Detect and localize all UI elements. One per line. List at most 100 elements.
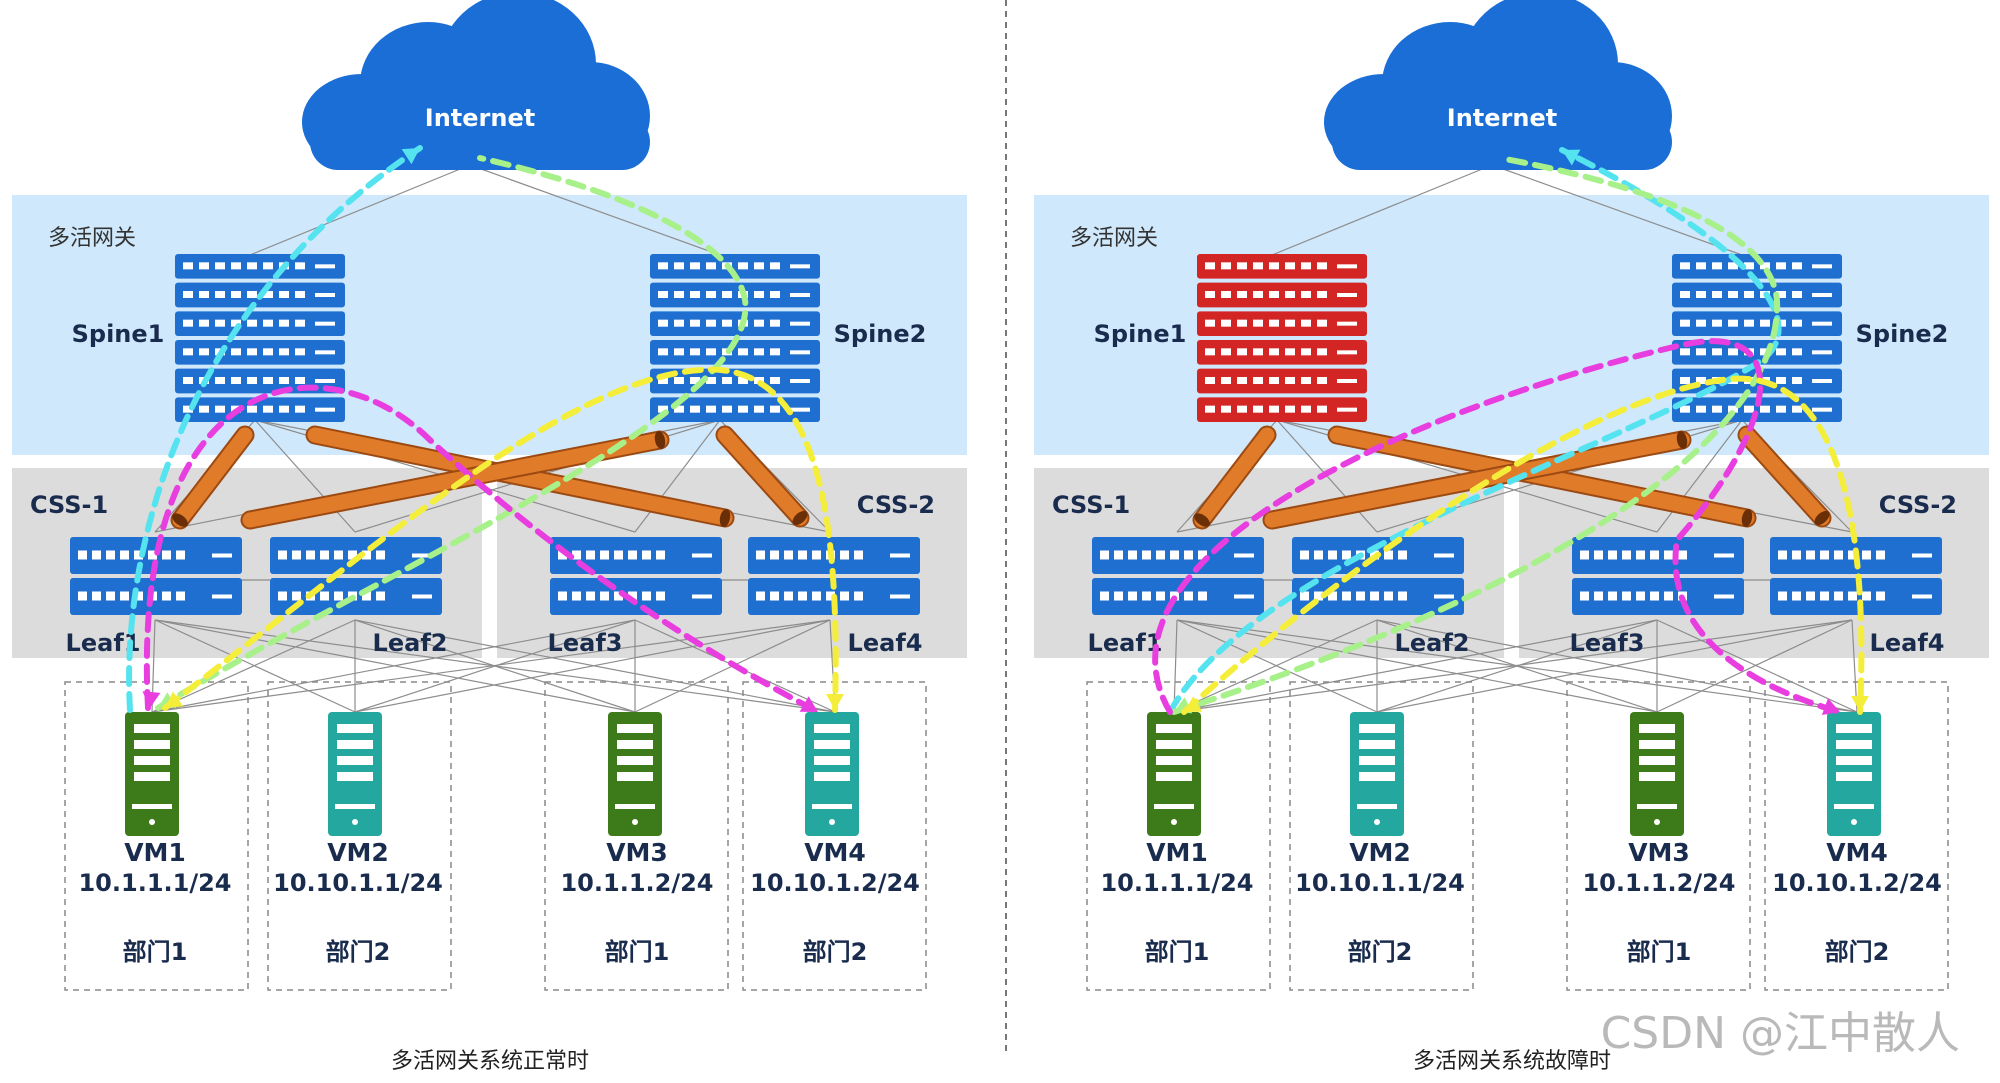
link-line bbox=[1656, 619, 1853, 713]
port bbox=[1580, 591, 1589, 601]
port bbox=[120, 550, 129, 560]
port-indicator bbox=[790, 350, 810, 355]
port bbox=[292, 550, 301, 560]
vm3-ip: 10.1.1.2/24 bbox=[560, 869, 713, 897]
port bbox=[1712, 291, 1722, 298]
port-indicator bbox=[1912, 594, 1932, 599]
vm-server-icon bbox=[805, 712, 859, 836]
port bbox=[1384, 550, 1393, 560]
port bbox=[658, 348, 668, 356]
vm4-ip: 10.10.1.2/24 bbox=[1772, 869, 1942, 897]
flow-internet-vm1 bbox=[155, 155, 749, 711]
spine-row bbox=[1672, 397, 1842, 422]
port bbox=[295, 262, 305, 270]
flow-vm1-vm4-gateway bbox=[1181, 375, 1865, 715]
port-indicator bbox=[315, 321, 335, 326]
port bbox=[1712, 405, 1722, 413]
port bbox=[1696, 291, 1706, 298]
trunk-link-end bbox=[1194, 513, 1210, 527]
port bbox=[1253, 348, 1263, 356]
vm4-name: VM4 bbox=[1826, 838, 1888, 867]
port bbox=[1862, 591, 1871, 601]
port-indicator bbox=[1912, 553, 1932, 558]
flow-arrowhead bbox=[1851, 696, 1869, 712]
port bbox=[134, 591, 143, 601]
flow-arrowhead bbox=[1821, 698, 1840, 715]
port bbox=[362, 591, 371, 601]
port-indicator bbox=[315, 293, 335, 297]
vm2-name: VM2 bbox=[327, 838, 389, 867]
spine2-label: Spine2 bbox=[834, 320, 927, 348]
port bbox=[1636, 591, 1645, 601]
port bbox=[1301, 405, 1311, 413]
port bbox=[1728, 405, 1738, 413]
link-line bbox=[1173, 619, 1178, 713]
port bbox=[706, 405, 716, 413]
server-led bbox=[829, 819, 835, 825]
port bbox=[247, 262, 257, 270]
port bbox=[1205, 262, 1215, 270]
port bbox=[92, 550, 101, 560]
port bbox=[247, 319, 257, 327]
port bbox=[674, 377, 684, 384]
port bbox=[263, 319, 273, 327]
port bbox=[1156, 550, 1165, 560]
port bbox=[1128, 591, 1137, 601]
port bbox=[1237, 377, 1247, 384]
leaf2-label: Leaf2 bbox=[373, 629, 448, 657]
port bbox=[690, 291, 700, 298]
vm-dashed-box bbox=[64, 681, 249, 991]
port bbox=[306, 550, 315, 560]
port-indicator bbox=[790, 321, 810, 326]
flow-vm1-vm4-gateway bbox=[162, 366, 839, 713]
port bbox=[1792, 591, 1801, 601]
link-line bbox=[151, 619, 831, 713]
server-bay bbox=[134, 756, 170, 765]
flow-vm1-internet bbox=[1167, 147, 1782, 715]
vm3-name: VM3 bbox=[1628, 838, 1690, 867]
spine-row bbox=[650, 397, 820, 422]
port-indicator bbox=[315, 350, 335, 355]
port-indicator bbox=[692, 553, 712, 558]
port bbox=[770, 377, 780, 384]
port bbox=[295, 377, 305, 384]
spine-row bbox=[1197, 254, 1367, 279]
port bbox=[1221, 319, 1231, 327]
flow-arrowhead bbox=[142, 691, 161, 708]
vm-server-icon bbox=[125, 712, 179, 836]
spine-row bbox=[1672, 282, 1842, 308]
spine-switch bbox=[1672, 254, 1842, 422]
port bbox=[600, 591, 609, 601]
port bbox=[1328, 591, 1337, 601]
port bbox=[292, 591, 301, 601]
port bbox=[1317, 291, 1327, 298]
port bbox=[1776, 291, 1786, 298]
port bbox=[1778, 550, 1787, 560]
port bbox=[1776, 262, 1786, 270]
port bbox=[656, 550, 665, 560]
leaf1-label: Leaf1 bbox=[1088, 629, 1163, 657]
port bbox=[199, 319, 209, 327]
port bbox=[78, 591, 87, 601]
vm1-ip: 10.1.1.1/24 bbox=[78, 869, 231, 897]
port bbox=[738, 348, 748, 356]
server-bay bbox=[1639, 772, 1675, 781]
link-line bbox=[151, 619, 356, 713]
port bbox=[1221, 377, 1231, 384]
vm2-ip: 10.10.1.1/24 bbox=[1295, 869, 1465, 897]
vm-dashed-box bbox=[1566, 681, 1751, 991]
port-indicator bbox=[1234, 553, 1254, 558]
link-line bbox=[634, 419, 721, 533]
port bbox=[1696, 319, 1706, 327]
port bbox=[1622, 591, 1631, 601]
port bbox=[770, 348, 780, 356]
port bbox=[674, 291, 684, 298]
leaf-switch bbox=[748, 537, 920, 615]
port bbox=[134, 550, 143, 560]
port-indicator bbox=[1434, 553, 1454, 558]
port bbox=[1356, 591, 1365, 601]
port-indicator bbox=[790, 264, 810, 269]
vm-dashed-box bbox=[1764, 681, 1949, 991]
port-indicator bbox=[212, 553, 232, 558]
port bbox=[1728, 262, 1738, 270]
